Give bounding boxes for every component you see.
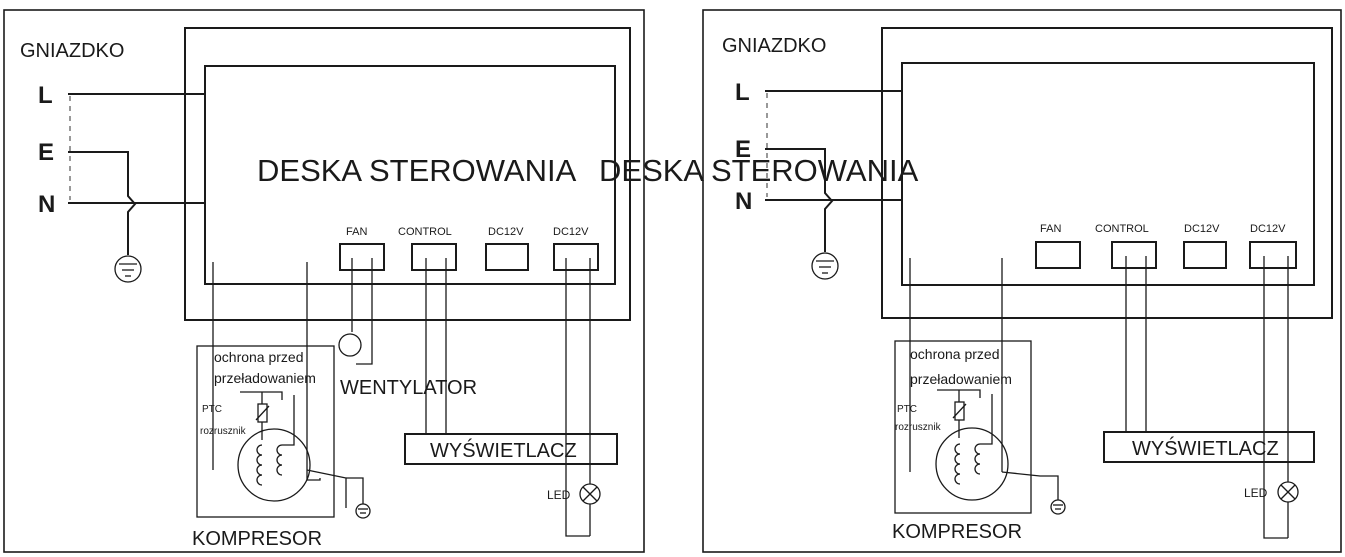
left-compressor-coil-b — [276, 444, 283, 476]
left-pin-l: L — [38, 82, 53, 109]
right-display-label: WYŚWIETLACZ — [1132, 436, 1279, 460]
left-board-inner — [204, 65, 616, 285]
right-pin-l: L — [735, 79, 750, 106]
right-panel: GNIAZDKO L E N FAN CONTROL DC12V DC12V W… — [702, 9, 1342, 553]
right-panel-frame — [702, 9, 1342, 553]
right-compressor-box — [894, 340, 1032, 514]
left-compressor-ground-wire — [306, 469, 347, 508]
left-display-label: WYŚWIETLACZ — [430, 438, 577, 462]
left-compressor-box — [196, 345, 335, 518]
left-connector-dc12v-a-label: DC12V — [488, 226, 524, 238]
left-ptc-sublabel: rozrusznik — [200, 426, 247, 437]
right-socket-label: GNIAZDKO — [722, 35, 826, 57]
right-board-inner — [901, 62, 1315, 286]
right-connector-dc12v-b — [1249, 241, 1297, 269]
left-connector-fan — [339, 243, 385, 271]
right-connector-dc12v-b-label: DC12V — [1250, 223, 1286, 235]
right-connector-fan-label: FAN — [1040, 223, 1061, 235]
right-compressor-motor-icon — [935, 427, 1009, 501]
left-connector-dc12v-a — [485, 243, 529, 271]
right-compressor-coil-a — [954, 443, 961, 485]
left-connector-dc12v-b — [553, 243, 599, 271]
right-pin-n: N — [735, 188, 752, 215]
board-label-left: DESKA STEROWANIA — [257, 153, 577, 188]
left-socket-label: GNIAZDKO — [20, 40, 124, 62]
left-pin-e: E — [38, 139, 54, 166]
right-connector-control-label: CONTROL — [1095, 223, 1149, 235]
right-ptc-sublabel: rozrusznik — [895, 422, 942, 433]
right-protection-line1: ochrona przed — [910, 346, 1000, 362]
left-led-icon — [579, 483, 601, 505]
right-led-label: LED — [1244, 486, 1268, 500]
left-protection-line2: przeładowaniem — [214, 370, 316, 386]
left-compressor-coil-a — [256, 444, 263, 486]
board-label-right: DESKA STEROWANIA — [599, 153, 919, 188]
left-earth-wire — [68, 151, 137, 255]
right-protection-line2: przeładowaniem — [910, 371, 1012, 387]
right-connector-dc12v-a — [1183, 241, 1227, 269]
left-fan-wire-b — [356, 258, 373, 365]
right-ptc-label: PTC — [897, 404, 917, 415]
right-led-icon — [1277, 481, 1299, 503]
left-fan-icon — [338, 333, 362, 357]
left-display-box — [404, 433, 618, 465]
right-connector-fan — [1035, 241, 1081, 269]
right-compressor-ground-icon — [1050, 499, 1066, 515]
left-led-label: LED — [547, 488, 571, 502]
left-compressor-label: KOMPRESOR — [192, 528, 322, 550]
left-connector-control-label: CONTROL — [398, 226, 452, 238]
left-pin-n: N — [38, 191, 55, 218]
right-display-box — [1103, 431, 1315, 463]
right-compressor-coil-b — [974, 443, 981, 475]
left-fan-label: WENTYLATOR — [340, 377, 477, 399]
left-board-outer — [184, 27, 631, 321]
right-connector-control — [1111, 241, 1157, 269]
left-compressor-motor-icon — [237, 428, 311, 502]
right-compressor-label: KOMPRESOR — [892, 521, 1022, 543]
right-earth-icon — [811, 252, 839, 280]
left-protection-line1: ochrona przed — [214, 349, 304, 365]
right-earth-wire — [765, 148, 834, 252]
right-compressor-ground-wire — [1001, 471, 1059, 500]
right-board-outer — [881, 27, 1333, 319]
left-connector-control — [411, 243, 457, 271]
left-connector-dc12v-b-label: DC12V — [553, 226, 589, 238]
right-connector-dc12v-a-label: DC12V — [1184, 223, 1220, 235]
left-led-wire-a — [565, 258, 590, 537]
left-earth-icon — [114, 255, 142, 283]
left-panel-frame — [3, 9, 645, 553]
left-connector-fan-label: FAN — [346, 226, 367, 238]
left-compressor-ground-icon — [355, 503, 371, 519]
left-panel: GNIAZDKO L E N FAN CONTROL DC12V DC12V W… — [3, 9, 645, 553]
left-ptc-label: PTC — [202, 404, 222, 415]
right-pin-e: E — [735, 136, 751, 163]
right-led-wire-a — [1263, 256, 1288, 539]
